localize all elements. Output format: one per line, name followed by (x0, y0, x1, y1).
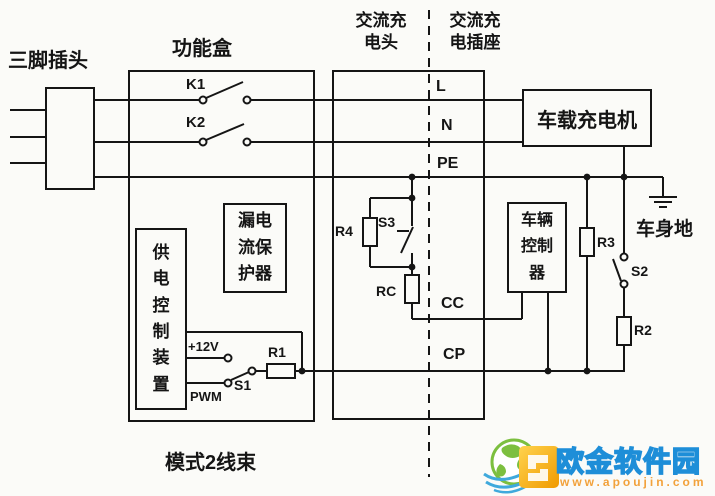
terminal-cc-label: CC (441, 295, 465, 312)
terminal-l-label: L (436, 78, 446, 95)
watermark: 欧金软件园 www.apoujin.com (482, 434, 715, 496)
charging-head-label: 交流充 电头 (355, 11, 407, 53)
terminal-pe-label: PE (437, 155, 459, 172)
charging-socket-label: 交流充 电插座 (449, 11, 501, 53)
ground-icon (649, 196, 677, 208)
k1-label: K1 (186, 76, 206, 93)
wire-cc (412, 293, 523, 320)
r3-resistor (579, 227, 595, 257)
charging-connector-box (332, 70, 485, 420)
s3-label: S3 (378, 214, 396, 230)
supply-control-box: 供 电 控 制 装 置 (135, 228, 187, 410)
vehicle-ground-label: 车身地 (636, 219, 694, 240)
s1-label: S1 (234, 377, 252, 393)
r2-resistor (616, 316, 632, 346)
s2-switch (612, 258, 622, 282)
three-pin-plug-box (45, 87, 95, 190)
r3-branch (579, 177, 595, 371)
k2-label: K2 (186, 114, 206, 131)
plug-prong-lines (10, 109, 45, 164)
wire-pe (95, 176, 664, 196)
rc-label: RC (376, 283, 397, 299)
pwm-label: PWM (190, 389, 222, 404)
onboard-charger-box: 车载充电机 (522, 89, 652, 147)
vehicle-controller-box: 车辆 控制 器 (507, 202, 567, 293)
s2-label: S2 (631, 263, 649, 279)
r3-label: R3 (597, 234, 615, 250)
r4-label: R4 (335, 223, 353, 239)
function-box-outline (128, 70, 315, 422)
s3-switch (400, 226, 414, 254)
s1-switch (230, 371, 250, 381)
plus12v-label: +12V (188, 339, 219, 354)
terminal-n-label: N (441, 117, 453, 134)
leakage-protector-box: 漏电 流保 护器 (223, 203, 287, 293)
r2-label: R2 (634, 322, 652, 338)
function-box-label: 功能盒 (172, 38, 232, 60)
r1-label: R1 (268, 344, 286, 360)
junction-dots (298, 173, 628, 375)
software-park-logo-icon (519, 446, 559, 488)
k1-switch (198, 81, 252, 105)
k2-switch (198, 123, 252, 147)
watermark-url: www.apoujin.com (560, 475, 707, 489)
plug-label: 三脚插头 (8, 50, 88, 72)
terminal-cp-label: CP (443, 346, 466, 363)
watermark-site-name: 欧金软件园 (555, 445, 702, 478)
s2-r2-branch (612, 177, 632, 371)
s1-r1-pilot-circuit (187, 331, 303, 388)
mode2-harness-label: 模式2线束 (165, 452, 257, 474)
